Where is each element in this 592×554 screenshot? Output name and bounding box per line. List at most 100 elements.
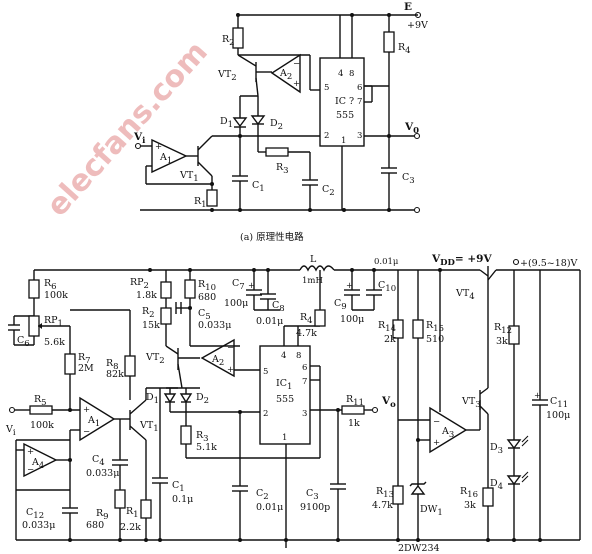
ic-top-label: IC ?: [335, 96, 354, 107]
svg-text:8: 8: [349, 69, 354, 79]
VDD-label: VDD= +9V: [431, 253, 492, 268]
C12-label: C12: [26, 507, 44, 521]
watermark: elecfans.com: [40, 35, 215, 224]
resistor-R4: [314, 309, 326, 327]
resistor-R6: [28, 279, 40, 299]
supply-input-label: +(9.5~18)V: [520, 258, 578, 269]
RP1-value: 5.6k: [44, 337, 65, 348]
R8-value: 82k: [106, 369, 124, 380]
resistor-R16: [482, 487, 494, 507]
D2-label: D2: [196, 392, 209, 406]
top-circuit: E +9V R2 VT2 A2 − + IC ? 555 5 4 8 6 7 2…: [133, 1, 428, 243]
resistor-R9: [114, 489, 126, 509]
svg-text:8: 8: [296, 351, 301, 361]
supply-E-label: E: [404, 1, 412, 13]
resistor-R2: [160, 307, 172, 325]
resistor-R8: [124, 355, 136, 377]
R1-value: 2.2k: [120, 522, 141, 533]
C10-label: C10: [378, 280, 396, 294]
VT4-label: VT4: [455, 288, 475, 302]
L-label: L: [310, 254, 317, 265]
svg-text:−: −: [227, 343, 234, 353]
svg-text:7: 7: [302, 377, 307, 387]
zener-DW1: [410, 484, 426, 495]
R1-label: R1: [194, 196, 207, 210]
R7-label: R7: [78, 352, 91, 366]
opamp-A1: [79, 396, 116, 442]
D2-label: D2: [270, 118, 283, 132]
D4-label: D4: [490, 478, 503, 492]
svg-text:−: −: [433, 417, 440, 427]
C4-value: 0.033μ: [86, 468, 119, 479]
R4-label: R4: [300, 312, 313, 326]
diode-D1: [232, 117, 248, 128]
A1-label: A1: [87, 415, 100, 429]
RP1-label: RP1: [44, 315, 63, 329]
svg-text:−: −: [293, 59, 300, 69]
C2-label: C2: [322, 184, 335, 198]
svg-text:−: −: [83, 427, 90, 437]
resistor-R13: [392, 485, 404, 505]
potentiometer-RP2: [160, 281, 172, 299]
R13-value: 4.7k: [372, 500, 393, 511]
supply-terminal: [414, 11, 422, 19]
R2-label: R2: [142, 306, 155, 320]
svg-text:5: 5: [324, 83, 329, 93]
C9-label: C9: [334, 298, 347, 312]
resistor-R3: [265, 147, 289, 157]
resistor-R4: [383, 31, 395, 53]
output-terminal-bottom: [371, 406, 379, 414]
R2-label: R2: [222, 34, 235, 48]
svg-text:+: +: [346, 281, 353, 291]
VT2-label: VT2: [217, 69, 237, 83]
R6-label: R6: [44, 278, 57, 292]
R5-value: 100k: [30, 420, 54, 431]
D1-label: D1: [146, 392, 159, 406]
svg-text:2: 2: [263, 409, 268, 419]
svg-text:+: +: [534, 391, 541, 401]
VT1-label: VT1: [179, 170, 199, 184]
R16-value: 3k: [464, 500, 476, 511]
led-D4: [506, 475, 522, 486]
svg-text:+: +: [27, 447, 34, 457]
C3-value: 9100p: [300, 502, 330, 513]
IC1-label: IC1: [276, 378, 292, 392]
A2-label: A2: [279, 68, 292, 82]
C1-label: C1: [172, 480, 185, 494]
R9-value: 680: [86, 520, 104, 531]
D3-label: D3: [490, 442, 503, 456]
bottom-circuit: L 1mH VDD= +9V +(9.5~18)V VT4 R6 100k C6…: [5, 253, 581, 554]
A3-label: A3: [441, 426, 454, 440]
Vi-label: Vi: [5, 424, 16, 438]
R12-label: R12: [494, 322, 512, 336]
R12-value: 3k: [496, 336, 508, 347]
svg-text:1: 1: [282, 433, 287, 443]
resistor-R3: [180, 425, 192, 445]
R14-value: 2k: [384, 334, 396, 345]
svg-text:+: +: [433, 438, 440, 448]
C2-value: 0.01μ: [256, 502, 283, 513]
R6-value: 100k: [44, 290, 68, 301]
Vi-label: Vi: [133, 131, 146, 146]
R3-label: R3: [196, 430, 209, 444]
resistor-R15: [412, 319, 424, 339]
svg-text:7: 7: [357, 97, 362, 107]
resistor-R7: [64, 353, 76, 375]
svg-text:+: +: [293, 79, 300, 89]
R5-label: R5: [34, 394, 47, 408]
C11-label: C11: [550, 396, 568, 410]
C1-value: 0.1μ: [172, 494, 193, 505]
VT1-label: VT1: [139, 420, 159, 434]
C2-label: C2: [256, 488, 269, 502]
R8-label: R8: [106, 358, 119, 372]
R9-label: R9: [96, 508, 109, 522]
diode-D2: [250, 115, 266, 126]
VT3-label: VT3: [461, 396, 481, 410]
D1-label: D1: [220, 116, 233, 130]
ic-555-IC1: [259, 345, 311, 445]
C5-value: 0.033μ: [198, 320, 231, 331]
resistor-R1: [140, 499, 152, 519]
diode-D2: [179, 393, 193, 404]
ic-top-part: 555: [336, 110, 354, 121]
output-terminal: [413, 132, 421, 140]
